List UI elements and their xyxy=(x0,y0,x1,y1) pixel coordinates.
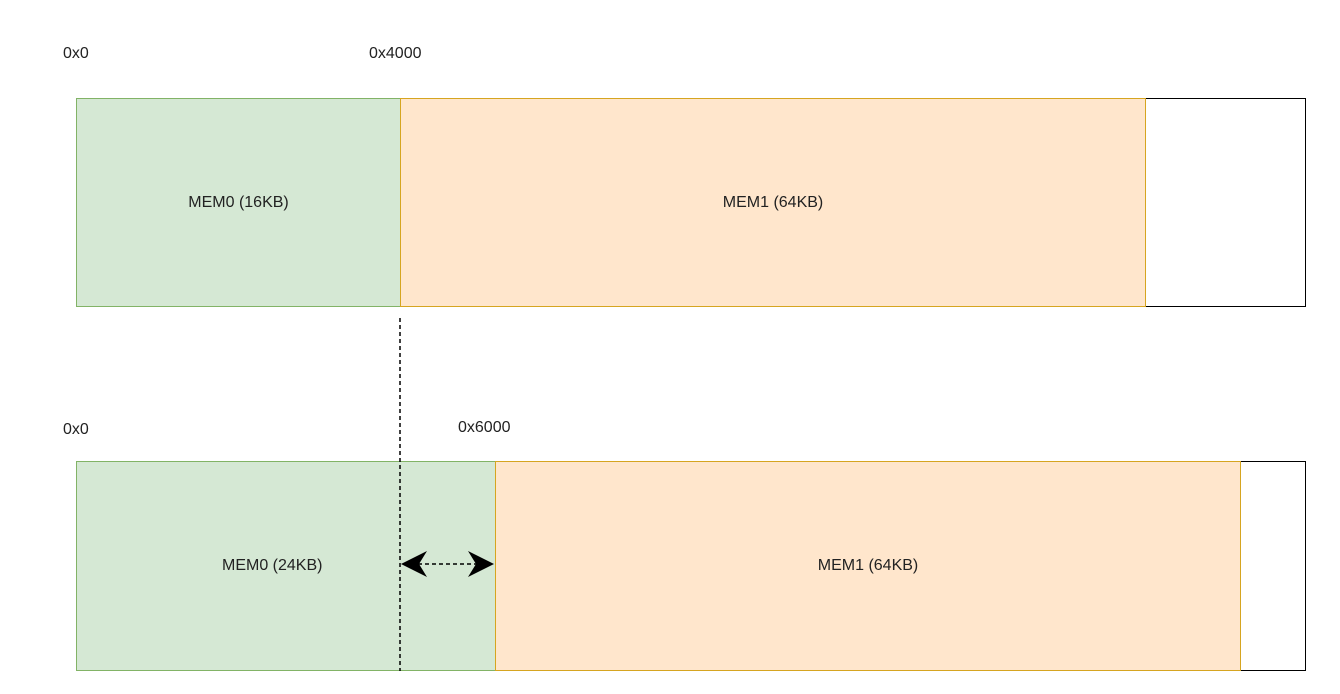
bottom-start-address: 0x0 xyxy=(63,421,89,438)
bottom-mem1-label: MEM1 (64KB) xyxy=(817,557,919,574)
bottom-mem0-block: MEM0 (24KB) xyxy=(76,461,496,671)
top-mem1-label: MEM1 (64KB) xyxy=(722,193,824,211)
bottom-mem0-label: MEM0 (24KB) xyxy=(222,557,323,574)
shift-arrow-right-head xyxy=(468,551,494,577)
top-start-address: 0x0 xyxy=(63,45,89,62)
bottom-mem1-block: MEM1 (64KB) xyxy=(495,461,1241,671)
shift-arrow-left-head xyxy=(401,551,427,577)
top-boundary-address: 0x4000 xyxy=(369,45,422,62)
top-mem0-label: MEM0 (16KB) xyxy=(188,193,289,211)
bottom-boundary-address: 0x6000 xyxy=(458,419,511,436)
top-mem1-block: MEM1 (64KB) xyxy=(400,98,1146,307)
